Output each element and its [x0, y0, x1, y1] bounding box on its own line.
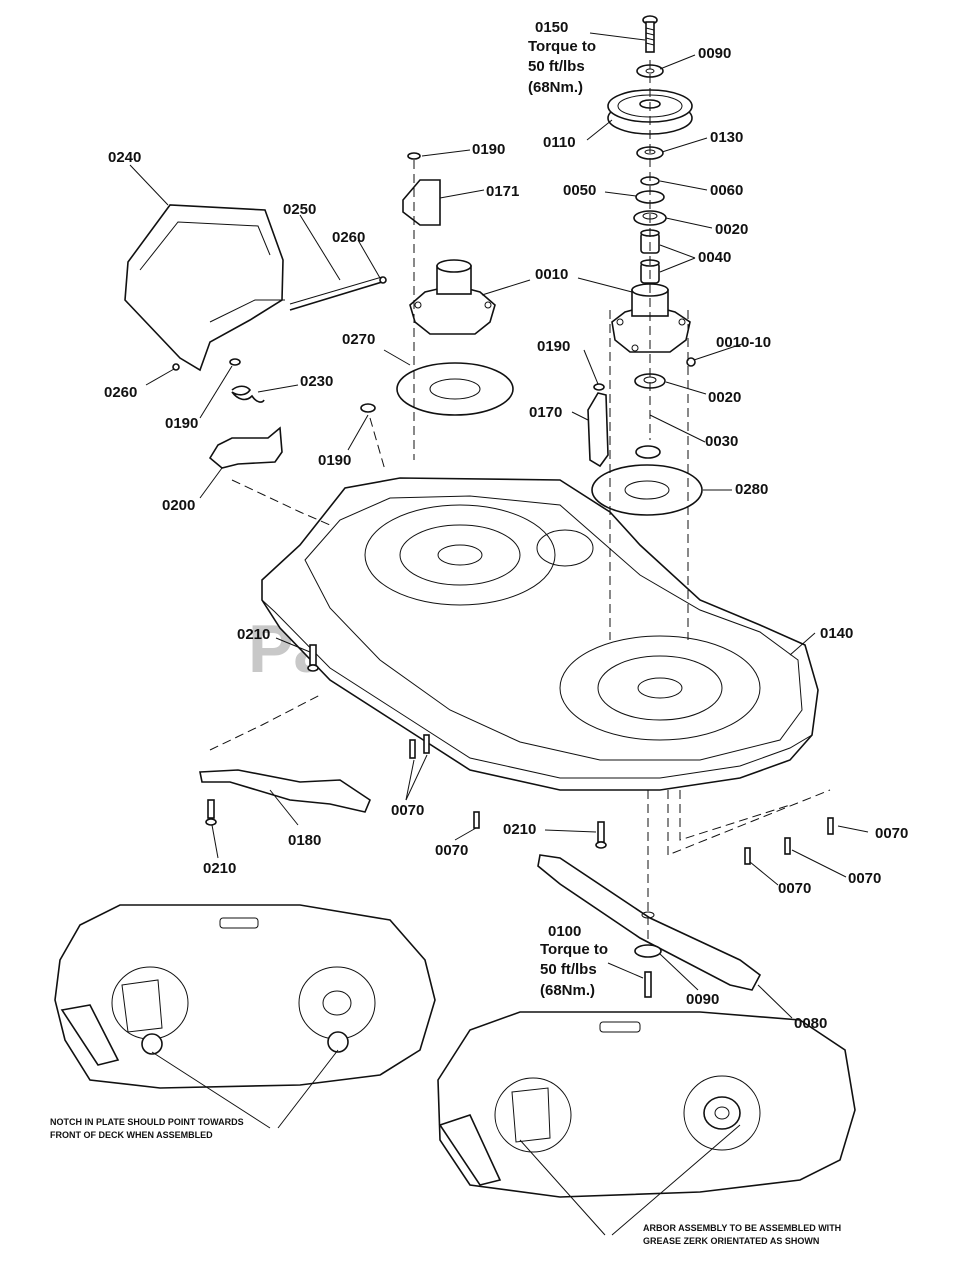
underside-view-left: [54, 904, 436, 1129]
label-0190-left: 0190: [165, 415, 198, 432]
bolts: [205, 644, 834, 865]
note-notch-line-1: NOTCH IN PLATE SHOULD POINT TOWARDS: [50, 1117, 244, 1127]
label-0210-lower: 0210: [203, 860, 236, 877]
label-0230: 0230: [300, 373, 333, 390]
part-0070-bolt-e: [784, 837, 791, 855]
label-0100-torque-2: 50 ft/lbs: [540, 961, 597, 978]
label-0190-mid: 0190: [318, 452, 351, 469]
label-0190-top: 0190: [472, 141, 505, 158]
assembly-notes: NOTCH IN PLATE SHOULD POINT TOWARDS FRON…: [50, 1117, 841, 1246]
part-0270-plate: [396, 362, 514, 416]
part-0100-bolt: [644, 971, 652, 998]
part-0010-spindle-housing-right: [611, 283, 691, 353]
label-0090-top: 0090: [698, 45, 731, 62]
part-0070-bolt-b: [423, 734, 430, 754]
label-0260-right: 0260: [332, 229, 365, 246]
label-0130: 0130: [710, 129, 743, 146]
part-0010-spindle-housing-left: [409, 259, 496, 335]
part-0171-bracket: [402, 179, 441, 226]
label-0070-lower: 0070: [778, 880, 811, 897]
label-0190-right: 0190: [537, 338, 570, 355]
part-0030-shaft: [635, 445, 661, 459]
part-0260-pin-right: [379, 276, 387, 284]
label-0070-centre: 0070: [435, 842, 468, 859]
label-0100: 0100: [548, 923, 581, 940]
part-0210-bolt-c: [597, 821, 605, 843]
part-0230-spring: [231, 385, 265, 403]
label-0100-torque-3: (68Nm.): [540, 982, 595, 999]
spindle-stack: [591, 15, 703, 516]
label-0070-right: 0070: [848, 870, 881, 887]
part-0170-bracket: [587, 392, 609, 468]
assembly-lines: [209, 310, 831, 856]
label-0240: 0240: [108, 149, 141, 166]
label-0100-torque-1: Torque to: [540, 941, 608, 958]
part-0210-bolt-a: [309, 644, 317, 666]
label-0260-left: 0260: [104, 384, 137, 401]
part-0280-plate: [591, 464, 703, 516]
part-0260-pin-left: [172, 363, 180, 371]
part-0190-nut-right: [593, 383, 605, 391]
label-0050: 0050: [563, 182, 596, 199]
label-0080: 0080: [794, 1015, 827, 1032]
part-0070-bolt-c: [473, 811, 480, 829]
underside-view-right: [437, 1011, 856, 1236]
label-0070-far-right: 0070: [875, 825, 908, 842]
label-0140: 0140: [820, 625, 853, 642]
part-0180-baffle: [199, 769, 371, 813]
label-0170: 0170: [529, 404, 562, 421]
label-0070-left: 0070: [391, 802, 424, 819]
part-0010-10-grease-zerk: [686, 357, 696, 367]
left-spindle: [396, 152, 514, 460]
note-arbor-line-2: GREASE ZERK ORIENTATED AS SHOWN: [643, 1236, 819, 1246]
label-0090-lower: 0090: [686, 991, 719, 1008]
note-notch-line-2: FRONT OF DECK WHEN ASSEMBLED: [50, 1130, 213, 1140]
note-arbor-line-1: ARBOR ASSEMBLY TO BE ASSEMBLED WITH: [643, 1223, 841, 1233]
part-0070-bolt-a: [409, 739, 416, 759]
part-0190-nut-top: [407, 152, 421, 160]
part-0190-nut-mid: [360, 403, 376, 413]
part-0210-bolt-b: [207, 799, 215, 819]
deck-left-spindle-well: [364, 504, 556, 606]
deck-right-spindle-well: [559, 635, 761, 741]
part-0150-bolt: [642, 15, 658, 53]
label-0020-upper: 0020: [715, 221, 748, 238]
discharge-chute: [124, 204, 609, 469]
part-0250-rod: [289, 281, 383, 311]
label-0150-torque-2: 50 ft/lbs: [528, 58, 585, 75]
label-0280: 0280: [735, 481, 768, 498]
part-0200-bracket: [208, 426, 283, 469]
label-0060: 0060: [710, 182, 743, 199]
label-0010-10: 0010-10: [716, 334, 771, 351]
label-0270: 0270: [342, 331, 375, 348]
label-0210-upper: 0210: [237, 626, 270, 643]
label-0180: 0180: [288, 832, 321, 849]
part-0070-bolt-f: [827, 817, 834, 835]
part-0190-nut-left: [229, 358, 241, 366]
part-labels: 0150 Torque to 50 ft/lbs (68Nm.) 0090 01…: [104, 19, 908, 1032]
label-0200: 0200: [162, 497, 195, 514]
label-0040: 0040: [698, 249, 731, 266]
label-0210-right: 0210: [503, 821, 536, 838]
leader-lines: [129, 32, 869, 1019]
label-0150-torque-3: (68Nm.): [528, 79, 583, 96]
label-0020-lower: 0020: [708, 389, 741, 406]
label-0110: 0110: [543, 134, 576, 151]
part-0240-chute: [124, 204, 284, 372]
label-0150: 0150: [535, 19, 568, 36]
label-0250: 0250: [283, 201, 316, 218]
part-0090-washer-lower: [634, 944, 662, 958]
part-0070-bolt-d: [744, 847, 751, 865]
label-0150-torque-1: Torque to: [528, 38, 596, 55]
part-0140-deck: [261, 477, 819, 791]
label-0010: 0010: [535, 266, 568, 283]
label-0030: 0030: [705, 433, 738, 450]
label-0171: 0171: [486, 183, 519, 200]
